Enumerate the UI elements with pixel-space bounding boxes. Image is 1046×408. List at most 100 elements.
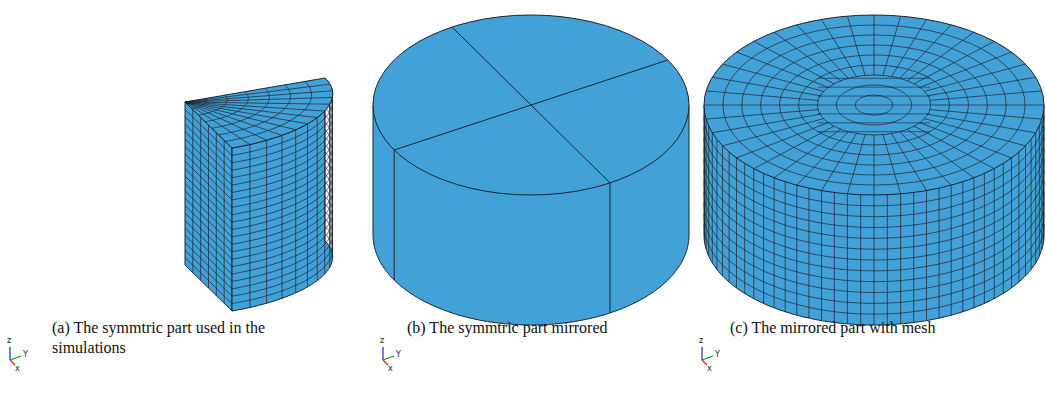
mesh-line xyxy=(232,204,333,274)
axis-label: x xyxy=(707,365,712,373)
quarter-cylinder-mesh xyxy=(185,78,333,311)
y-axis xyxy=(10,356,21,360)
mesh-line xyxy=(704,224,1044,314)
partition-line xyxy=(394,150,395,280)
axis-label: Y xyxy=(23,351,28,359)
mesh-line xyxy=(754,41,835,84)
mesh-line xyxy=(774,32,841,81)
mesh-line xyxy=(232,174,333,244)
mesh-line xyxy=(185,243,232,289)
mesh-line xyxy=(185,102,296,130)
mesh-line xyxy=(232,189,333,259)
mesh-line xyxy=(185,258,232,304)
mesh-line xyxy=(817,75,930,135)
mesh-line xyxy=(185,206,232,252)
mesh-line xyxy=(737,123,829,158)
mesh-line xyxy=(232,234,333,304)
mesh-line xyxy=(185,228,232,274)
mesh-line xyxy=(185,91,332,102)
mesh-line xyxy=(185,147,232,193)
axis-label: x xyxy=(15,365,20,373)
mesh-line xyxy=(797,132,849,186)
z-axis xyxy=(382,347,383,360)
mesh-line xyxy=(185,235,232,281)
mesh-line xyxy=(185,221,232,267)
mesh-line xyxy=(874,135,875,195)
subfigure-caption: (a) The symmtric part used in the simula… xyxy=(52,318,267,358)
mesh-line xyxy=(706,110,819,120)
top-face xyxy=(185,78,333,148)
mesh-line xyxy=(818,122,930,123)
mesh-line xyxy=(818,105,930,106)
cylinder-top xyxy=(373,15,689,195)
mesh-line xyxy=(232,211,333,281)
mesh-line xyxy=(907,129,974,178)
axis-label: z xyxy=(699,337,703,345)
mesh-line xyxy=(232,226,333,296)
axis-label: Y xyxy=(715,351,720,359)
mesh-line xyxy=(891,19,926,76)
mesh-line xyxy=(232,219,333,289)
mesh-line xyxy=(914,126,995,169)
mesh-line xyxy=(900,132,952,186)
mesh-line xyxy=(232,160,333,230)
mesh-line xyxy=(185,213,232,259)
mesh-line xyxy=(907,32,974,81)
mesh-line xyxy=(185,169,232,215)
mesh-line xyxy=(185,250,232,296)
meshed-cylinder xyxy=(704,15,1044,325)
mesh-line xyxy=(754,126,835,169)
subfigure-caption: (c) The mirrored part with mesh xyxy=(730,318,1030,338)
partition-line xyxy=(610,183,611,313)
mesh-line xyxy=(185,191,232,237)
mesh-line xyxy=(818,87,930,88)
mesh-line xyxy=(232,197,333,267)
partition-line xyxy=(452,27,610,183)
y-axis xyxy=(702,356,713,360)
mesh-line xyxy=(914,41,995,84)
mesh-line xyxy=(185,84,330,102)
mesh-line xyxy=(818,78,930,79)
mesh-line xyxy=(185,154,232,200)
mesh-line xyxy=(900,25,952,79)
mesh-line xyxy=(874,15,875,75)
mesh-line xyxy=(704,105,818,106)
mesh-line xyxy=(737,52,829,87)
mesh-line xyxy=(929,91,1042,101)
mesh-line xyxy=(822,133,857,190)
axis-label: Y xyxy=(396,351,401,359)
mesh-line xyxy=(185,161,232,207)
z-axis xyxy=(701,347,702,360)
mesh-line xyxy=(232,152,333,222)
subfigure-caption: (b) The symmtric part mirrored xyxy=(407,318,632,338)
axis-label: x xyxy=(388,365,393,373)
axis-label: z xyxy=(380,337,384,345)
mesh-line xyxy=(185,198,232,244)
x-axis xyxy=(702,360,707,365)
mesh-line xyxy=(704,192,1044,282)
mesh-line xyxy=(185,184,232,230)
mesh-line xyxy=(924,119,1026,146)
mesh-line xyxy=(185,176,232,222)
mesh-line xyxy=(185,97,332,102)
y-axis xyxy=(383,356,394,360)
cylinder-top xyxy=(704,15,1044,195)
x-axis xyxy=(10,360,15,365)
mesh-line xyxy=(847,134,865,194)
mesh-line xyxy=(185,102,330,104)
mesh-line xyxy=(185,139,232,185)
mesh-line xyxy=(818,113,930,114)
mesh-line xyxy=(185,102,308,124)
mesh-line xyxy=(883,16,901,76)
mesh-line xyxy=(704,203,1044,293)
mesh-line xyxy=(232,182,333,252)
mesh-line xyxy=(930,105,1044,106)
mesh-line xyxy=(232,137,333,207)
mesh-line xyxy=(232,167,333,237)
axis-label: z xyxy=(7,337,11,345)
z-axis xyxy=(9,347,10,360)
mirrored-cylinder xyxy=(373,15,689,325)
mesh-line xyxy=(883,134,901,194)
mesh-line xyxy=(818,131,930,132)
